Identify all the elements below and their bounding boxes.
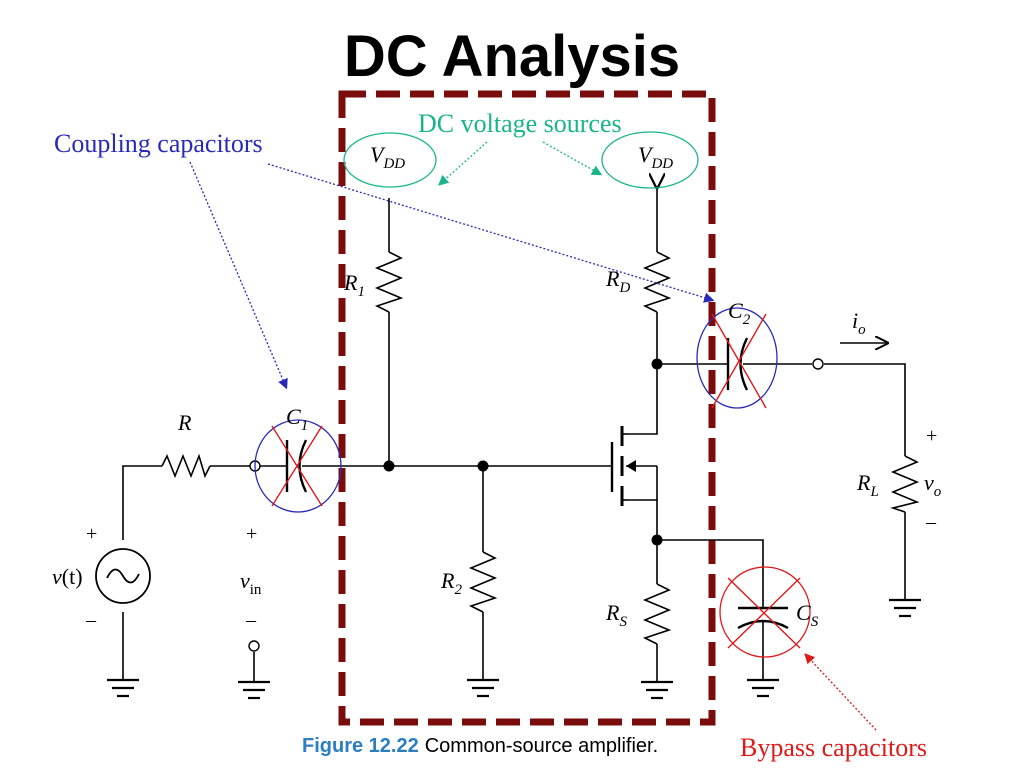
c1-label: C1 [286,404,308,434]
source-minus: – [85,609,97,631]
cross-marks [271,313,801,649]
io-label: io [852,308,866,338]
cs-label: CS [796,600,819,630]
bypass-capacitors-annotation: Bypass capacitors [740,733,927,762]
resistor-r1 [374,251,404,313]
circuit-wires [122,186,906,682]
vdd-right-label: VDD [638,142,673,172]
page-title: DC Analysis [343,24,681,89]
ac-voltage-source [95,548,151,604]
resistor-r2 [468,551,498,613]
junction-dots [383,358,663,546]
vdd-left-highlight [343,132,437,188]
resistor-r [161,453,211,479]
vo-minus: – [925,511,937,533]
rl-label: RL [856,470,879,500]
source-plus: + [86,523,97,545]
c2-label: C2 [728,298,751,328]
c1-highlight [254,419,342,513]
resistor-rd [642,251,672,313]
capacitor-cs [737,606,789,630]
resistor-rl [890,455,920,513]
dc-voltage-sources-annotation: DC voltage sources [418,109,622,138]
coupling-capacitors-annotation: Coupling capacitors [54,129,263,158]
rd-label: RD [605,266,630,296]
rs-label: RS [605,600,627,630]
vdd-left-label: VDD [370,142,405,172]
capacitor-c1 [285,439,308,493]
c2-highlight [696,307,778,409]
vin-minus: – [245,609,257,631]
terminals [248,358,824,652]
vdd-right-highlight [601,131,699,189]
annotation-arrows [189,141,877,731]
vo-plus: + [926,425,937,447]
vt-label: v(t) [52,564,83,589]
cs-highlight [719,566,811,658]
vin-plus: + [246,523,257,545]
resistor-rs [642,583,672,645]
r1-label: R1 [343,270,365,300]
ground-symbols [107,598,921,700]
vin-label: vin [240,568,262,598]
vo-label: vo [924,470,942,500]
r-label: R [177,410,192,435]
figure-number: Figure 12.22 [302,735,419,757]
mosfet-transistor [610,426,658,506]
r2-label: R2 [440,568,462,598]
